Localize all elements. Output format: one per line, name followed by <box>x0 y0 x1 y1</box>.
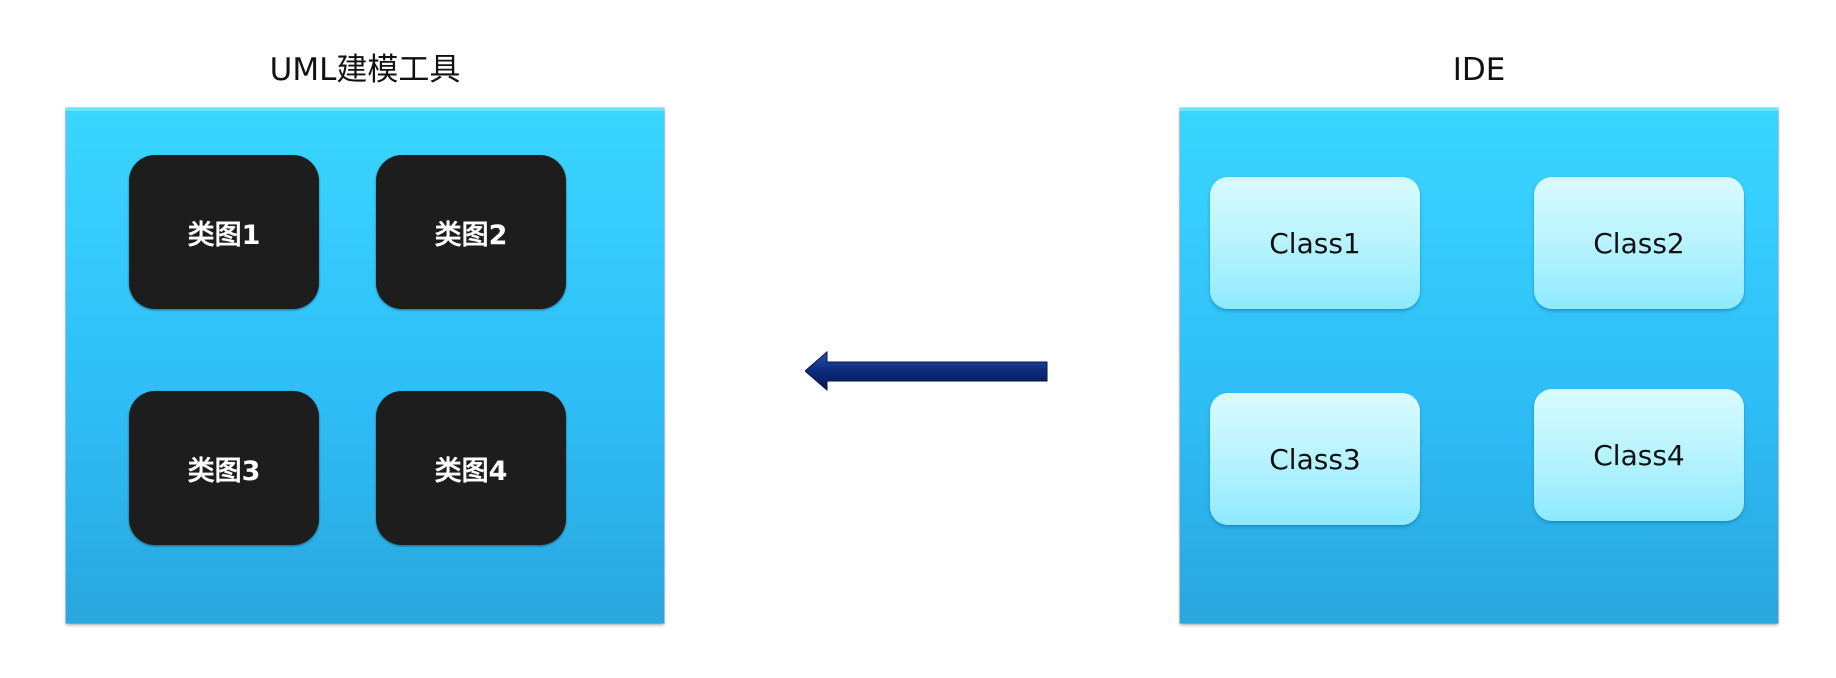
class-box-2: Class2 <box>1534 177 1744 309</box>
uml-tool-panel: 类图1 类图2 类图3 类图4 <box>66 108 664 623</box>
class-diagram-box-2: 类图2 <box>376 155 566 309</box>
ide-panel: Class1 Class2 Class3 Class4 <box>1180 108 1778 623</box>
class-box-4: Class4 <box>1534 389 1744 521</box>
left-arrow-icon <box>805 350 1048 392</box>
class-box-3: Class3 <box>1210 393 1420 525</box>
class-diagram-box-1: 类图1 <box>129 155 319 309</box>
uml-tool-title: UML建模工具 <box>269 52 461 88</box>
ide-title: IDE <box>1452 52 1506 88</box>
class-diagram-box-3: 类图3 <box>129 391 319 545</box>
class-box-1: Class1 <box>1210 177 1420 309</box>
class-diagram-box-4: 类图4 <box>376 391 566 545</box>
